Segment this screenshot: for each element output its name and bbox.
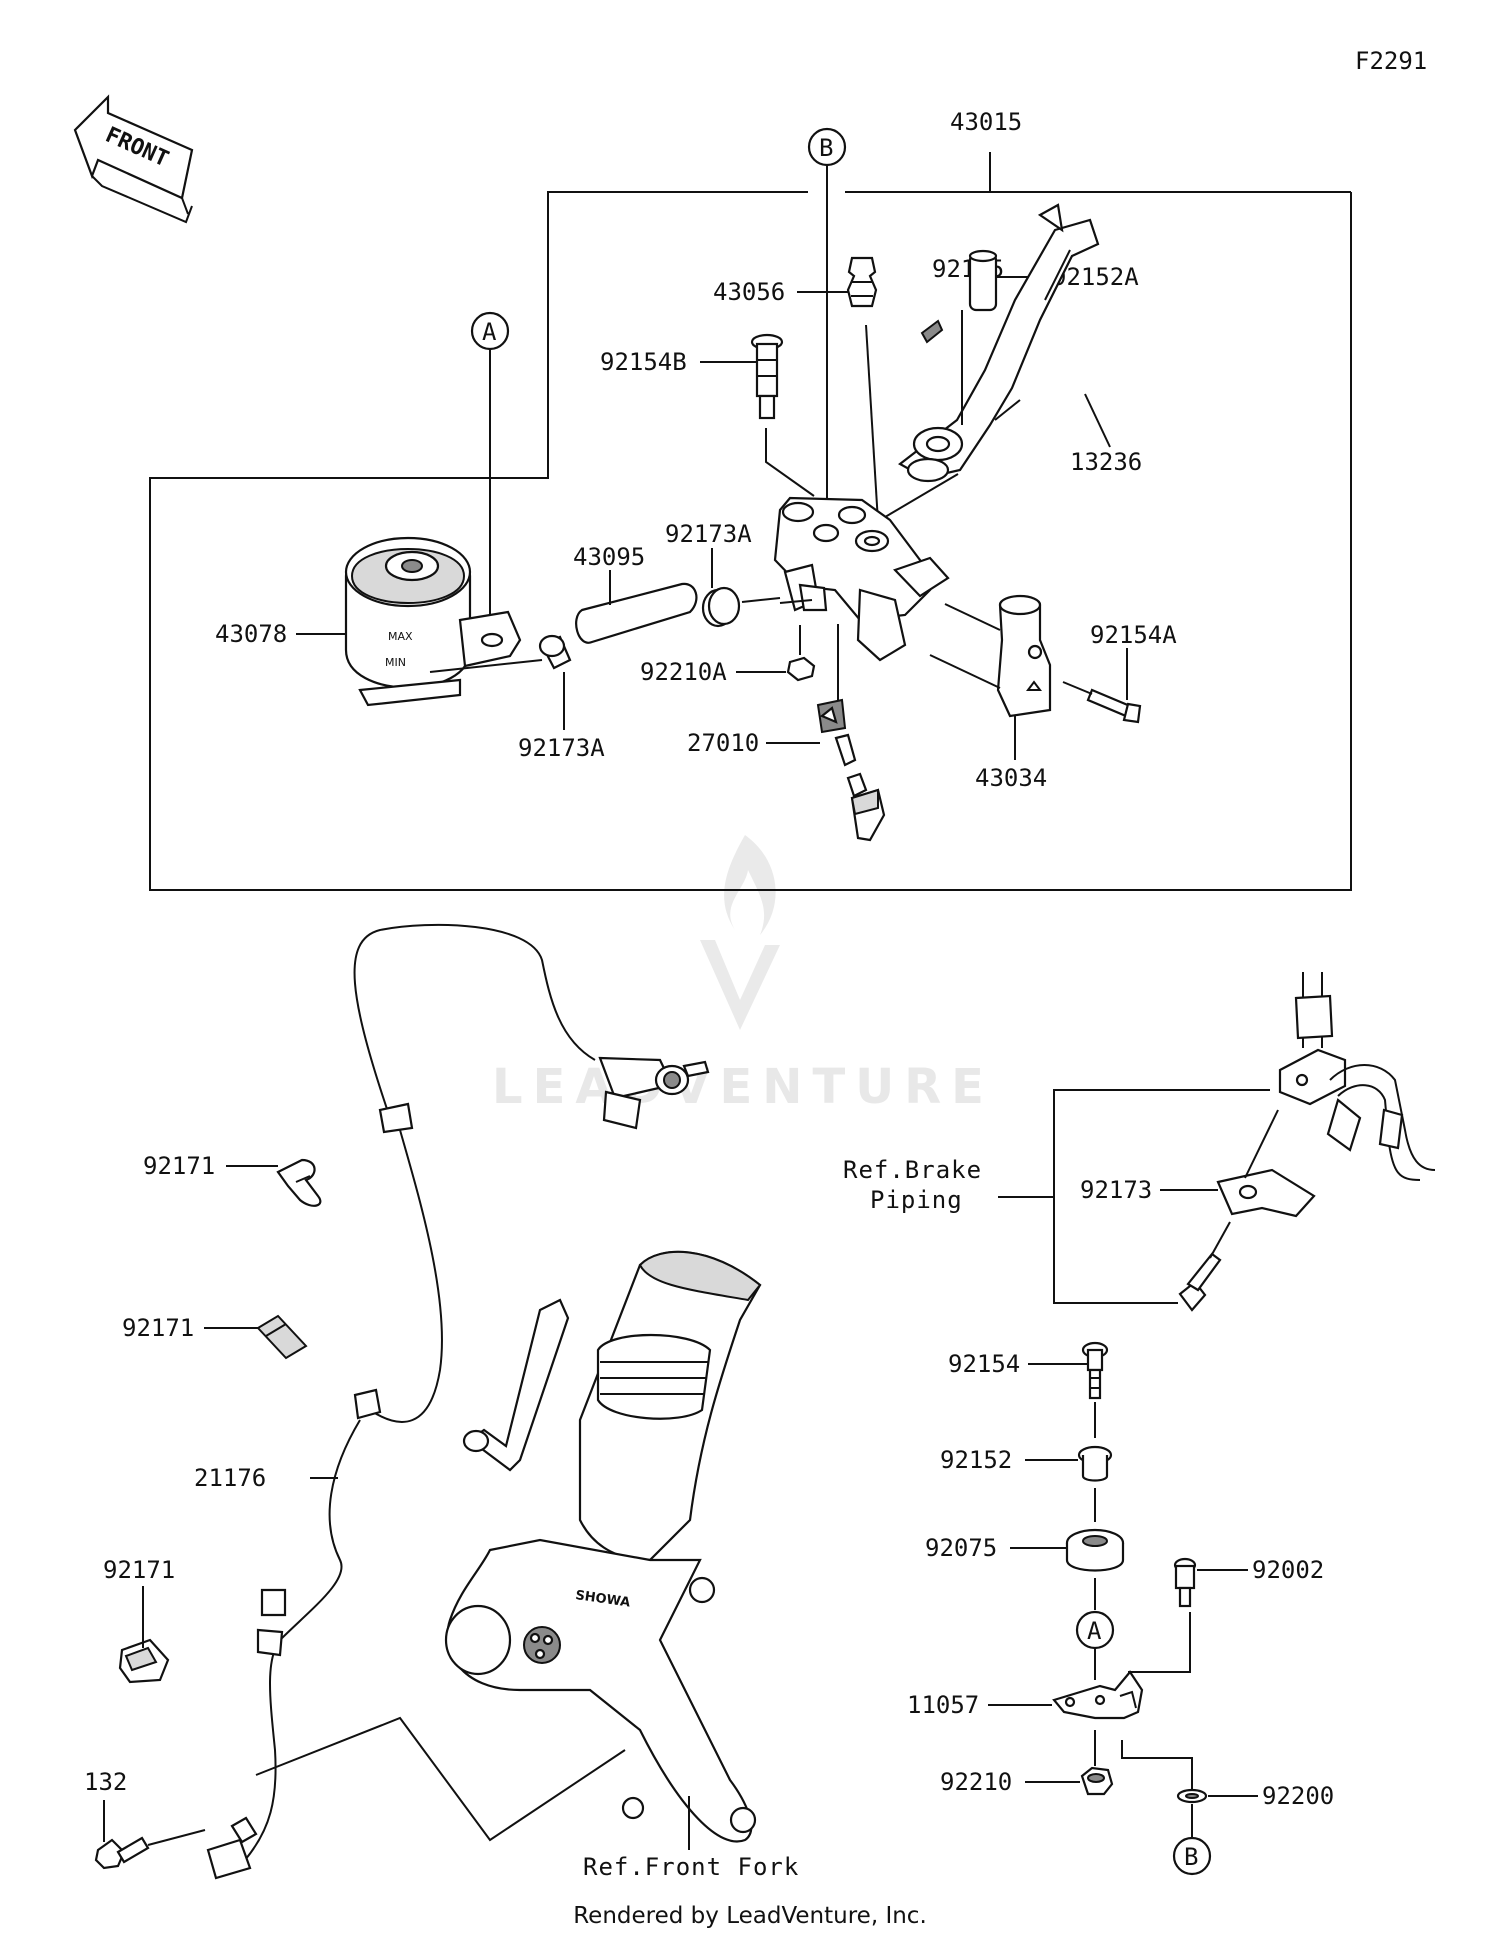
callout-a-bottom: A (1075, 1610, 1115, 1650)
part-label-43034: 43034 (975, 764, 1047, 792)
part-label-92173: 92173 (1080, 1176, 1152, 1204)
svg-text:B: B (1184, 1843, 1198, 1871)
clip-92171-c (118, 1638, 170, 1684)
holder-43034 (996, 594, 1052, 718)
part-label-43095: 43095 (573, 543, 645, 571)
part-label-92200: 92200 (1262, 1782, 1334, 1810)
callout-a-top: A (470, 311, 510, 640)
part-label-11057: 11057 (907, 1691, 979, 1719)
front-arrow-icon: FRONT (73, 94, 194, 224)
clip-92171-a (276, 1158, 322, 1207)
clamp-92173A-top (701, 586, 741, 628)
clamp-92173A-bottom (538, 634, 572, 670)
bolt-92154B (750, 333, 784, 420)
assembly-frame (149, 152, 1352, 891)
part-label-92210A: 92210A (640, 658, 727, 686)
sensor-wire-21176 (206, 923, 710, 1880)
part-label-92154: 92154 (948, 1350, 1020, 1378)
bracket-11057 (1052, 1670, 1144, 1720)
washer-92200 (1176, 1788, 1208, 1804)
callout-b-top: B (807, 127, 847, 510)
part-label-92173A-bottom: 92173A (518, 734, 605, 762)
pin-92145 (920, 319, 944, 344)
part-label-92210: 92210 (940, 1768, 1012, 1796)
part-label-43015: 43015 (950, 108, 1022, 136)
svg-text:B: B (819, 134, 833, 162)
part-label-21176: 21176 (194, 1464, 266, 1492)
part-label-92154A: 92154A (1090, 621, 1177, 649)
fitting-43056 (846, 256, 878, 308)
ref-front-fork: Ref.Front Fork (583, 1853, 799, 1881)
part-label-13236: 13236 (1070, 448, 1142, 476)
bolt-92154A (1086, 688, 1142, 724)
part-label-92152: 92152 (940, 1446, 1012, 1474)
reservoir-43078: MAX MIN (344, 536, 522, 707)
svg-text:MAX: MAX (388, 630, 413, 643)
screw-brake-ref (1178, 1252, 1222, 1312)
clamp-92173 (1216, 1168, 1316, 1218)
part-label-92173A-top: 92173A (665, 520, 752, 548)
part-label-92002: 92002 (1252, 1556, 1324, 1584)
grommet-92075 (1065, 1528, 1125, 1572)
part-label-92171-b: 92171 (122, 1314, 194, 1342)
bolt-132 (94, 1836, 150, 1870)
ref-brake-line2: Piping (870, 1186, 963, 1214)
lever-13236 (898, 203, 1100, 483)
front-fork: SHOWA (444, 1250, 762, 1843)
callout-b-bottom: B (1172, 1836, 1212, 1876)
leadventure-watermark: LEADVENTURE (492, 835, 994, 1115)
part-label-27010: 27010 (687, 729, 759, 757)
part-label-43056: 43056 (713, 278, 785, 306)
figure-id: F2291 (1355, 47, 1427, 75)
hose-43095 (575, 582, 698, 644)
part-label-92075: 92075 (925, 1534, 997, 1562)
collar-92152 (1077, 1445, 1113, 1482)
part-label-132: 132 (84, 1768, 127, 1796)
svg-text:A: A (482, 318, 497, 346)
part-label-92171-a: 92171 (143, 1152, 215, 1180)
ref-brake-line1: Ref.Brake (843, 1156, 982, 1184)
bolt-92154 (1081, 1341, 1109, 1400)
brake-pipes (1278, 972, 1436, 1181)
part-label-43078: 43078 (215, 620, 287, 648)
nut-92210 (1080, 1766, 1114, 1796)
watermark-text: LEADVENTURE (492, 1059, 994, 1115)
part-label-92171-c: 92171 (103, 1556, 175, 1584)
svg-text:MIN: MIN (385, 656, 406, 669)
clip-92171-b (256, 1314, 308, 1360)
nut-92210A (786, 656, 816, 682)
master-cylinder-body (773, 496, 950, 662)
bolt-92002 (1173, 1557, 1197, 1608)
footer-credit: Rendered by LeadVenture, Inc. (573, 1903, 927, 1929)
collar-92152A (968, 249, 998, 312)
part-label-92154B: 92154B (600, 348, 687, 376)
svg-text:A: A (1087, 1617, 1102, 1645)
switch-27010 (816, 698, 886, 842)
